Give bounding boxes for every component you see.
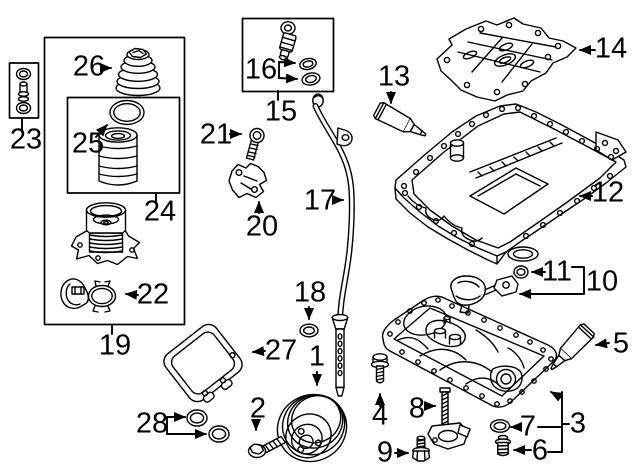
bracket-arrow-10 [519, 266, 585, 299]
callout-22[interactable]: 22 [136, 278, 170, 311]
arrow-16b [278, 73, 298, 84]
callout-5[interactable]: 5 [612, 327, 630, 360]
part-14-baffle-drawing [436, 17, 577, 102]
callout-1[interactable]: 1 [308, 340, 326, 373]
arrow-22 [125, 289, 139, 300]
part-28-orings-drawing [186, 409, 230, 443]
callout-28[interactable]: 28 [135, 407, 169, 440]
callout-9[interactable]: 9 [376, 436, 394, 469]
arrow-27 [252, 346, 266, 357]
arrow-25 [95, 124, 108, 138]
part-13-sealant-tube-drawing [372, 102, 427, 137]
part-27-oil-cooler-drawing [163, 323, 243, 403]
part-3-lower-oil-pan-drawing [381, 295, 558, 408]
callout-21[interactable]: 21 [199, 118, 233, 151]
part-9-bolt-drawing [411, 435, 431, 462]
part-12-upper-oil-pan-drawing [394, 103, 627, 265]
callout-18[interactable]: 18 [293, 276, 327, 309]
part-7-gasket-drawing [489, 419, 511, 433]
part-24-filter-element-drawing [98, 127, 138, 186]
part-1-crankshaft-pulley-drawing [276, 393, 348, 463]
part-21-bolt-drawing [245, 127, 265, 161]
callout-24[interactable]: 24 [143, 195, 177, 228]
callout-2[interactable]: 2 [249, 392, 267, 425]
arrow-3 [550, 391, 564, 402]
part-5-sealant-tube-drawing [550, 323, 595, 371]
callout-7[interactable]: 7 [519, 410, 537, 443]
part-20-bracket-drawing [228, 162, 268, 199]
callout-25[interactable]: 25 [71, 127, 105, 160]
callout-11[interactable]: 11 [541, 255, 573, 288]
arrow-5 [595, 338, 610, 349]
part-26-filter-cap-drawing [115, 47, 161, 97]
part-25-filter-oring-drawing [109, 99, 145, 126]
callout-27[interactable]: 27 [264, 334, 298, 367]
callout-26[interactable]: 26 [72, 50, 106, 83]
callout-6[interactable]: 6 [531, 434, 549, 467]
callout-3[interactable]: 3 [569, 407, 587, 440]
callout-17[interactable]: 17 [303, 184, 337, 217]
oil-filter-housing-drawing [70, 202, 141, 266]
part-16-orings-drawing [299, 57, 321, 86]
callout-16[interactable]: 16 [244, 53, 278, 86]
part-2-bolt-drawing [247, 435, 287, 459]
callout-4[interactable]: 4 [371, 399, 389, 432]
part-22-seal-drawing [60, 278, 117, 313]
callout-12[interactable]: 12 [591, 176, 625, 209]
callout-10[interactable]: 10 [585, 265, 619, 298]
callout-14[interactable]: 14 [594, 32, 628, 65]
callout-23[interactable]: 23 [9, 123, 43, 156]
arrow-16a [278, 57, 296, 68]
part-6-drain-plug-drawing [494, 434, 512, 457]
callout-15[interactable]: 15 [264, 95, 298, 128]
part-11-oring-drawing [513, 265, 529, 279]
callout-19[interactable]: 19 [98, 329, 132, 362]
callout-20[interactable]: 20 [245, 210, 279, 243]
callout-13[interactable]: 13 [377, 60, 411, 93]
part-4-bolt-drawing [370, 353, 390, 384]
part-10-oil-pickup-drawing [450, 275, 519, 314]
part-17-dipstick-tube-drawing [312, 93, 355, 397]
callout-8[interactable]: 8 [408, 392, 426, 425]
callout-leaders [21, 45, 610, 458]
part-8-oil-level-sensor-drawing [427, 387, 471, 450]
part-15-fitting-drawing [278, 21, 297, 61]
part-23-valve-kit-drawing [15, 67, 32, 115]
part-18-oring-drawing [299, 323, 319, 338]
